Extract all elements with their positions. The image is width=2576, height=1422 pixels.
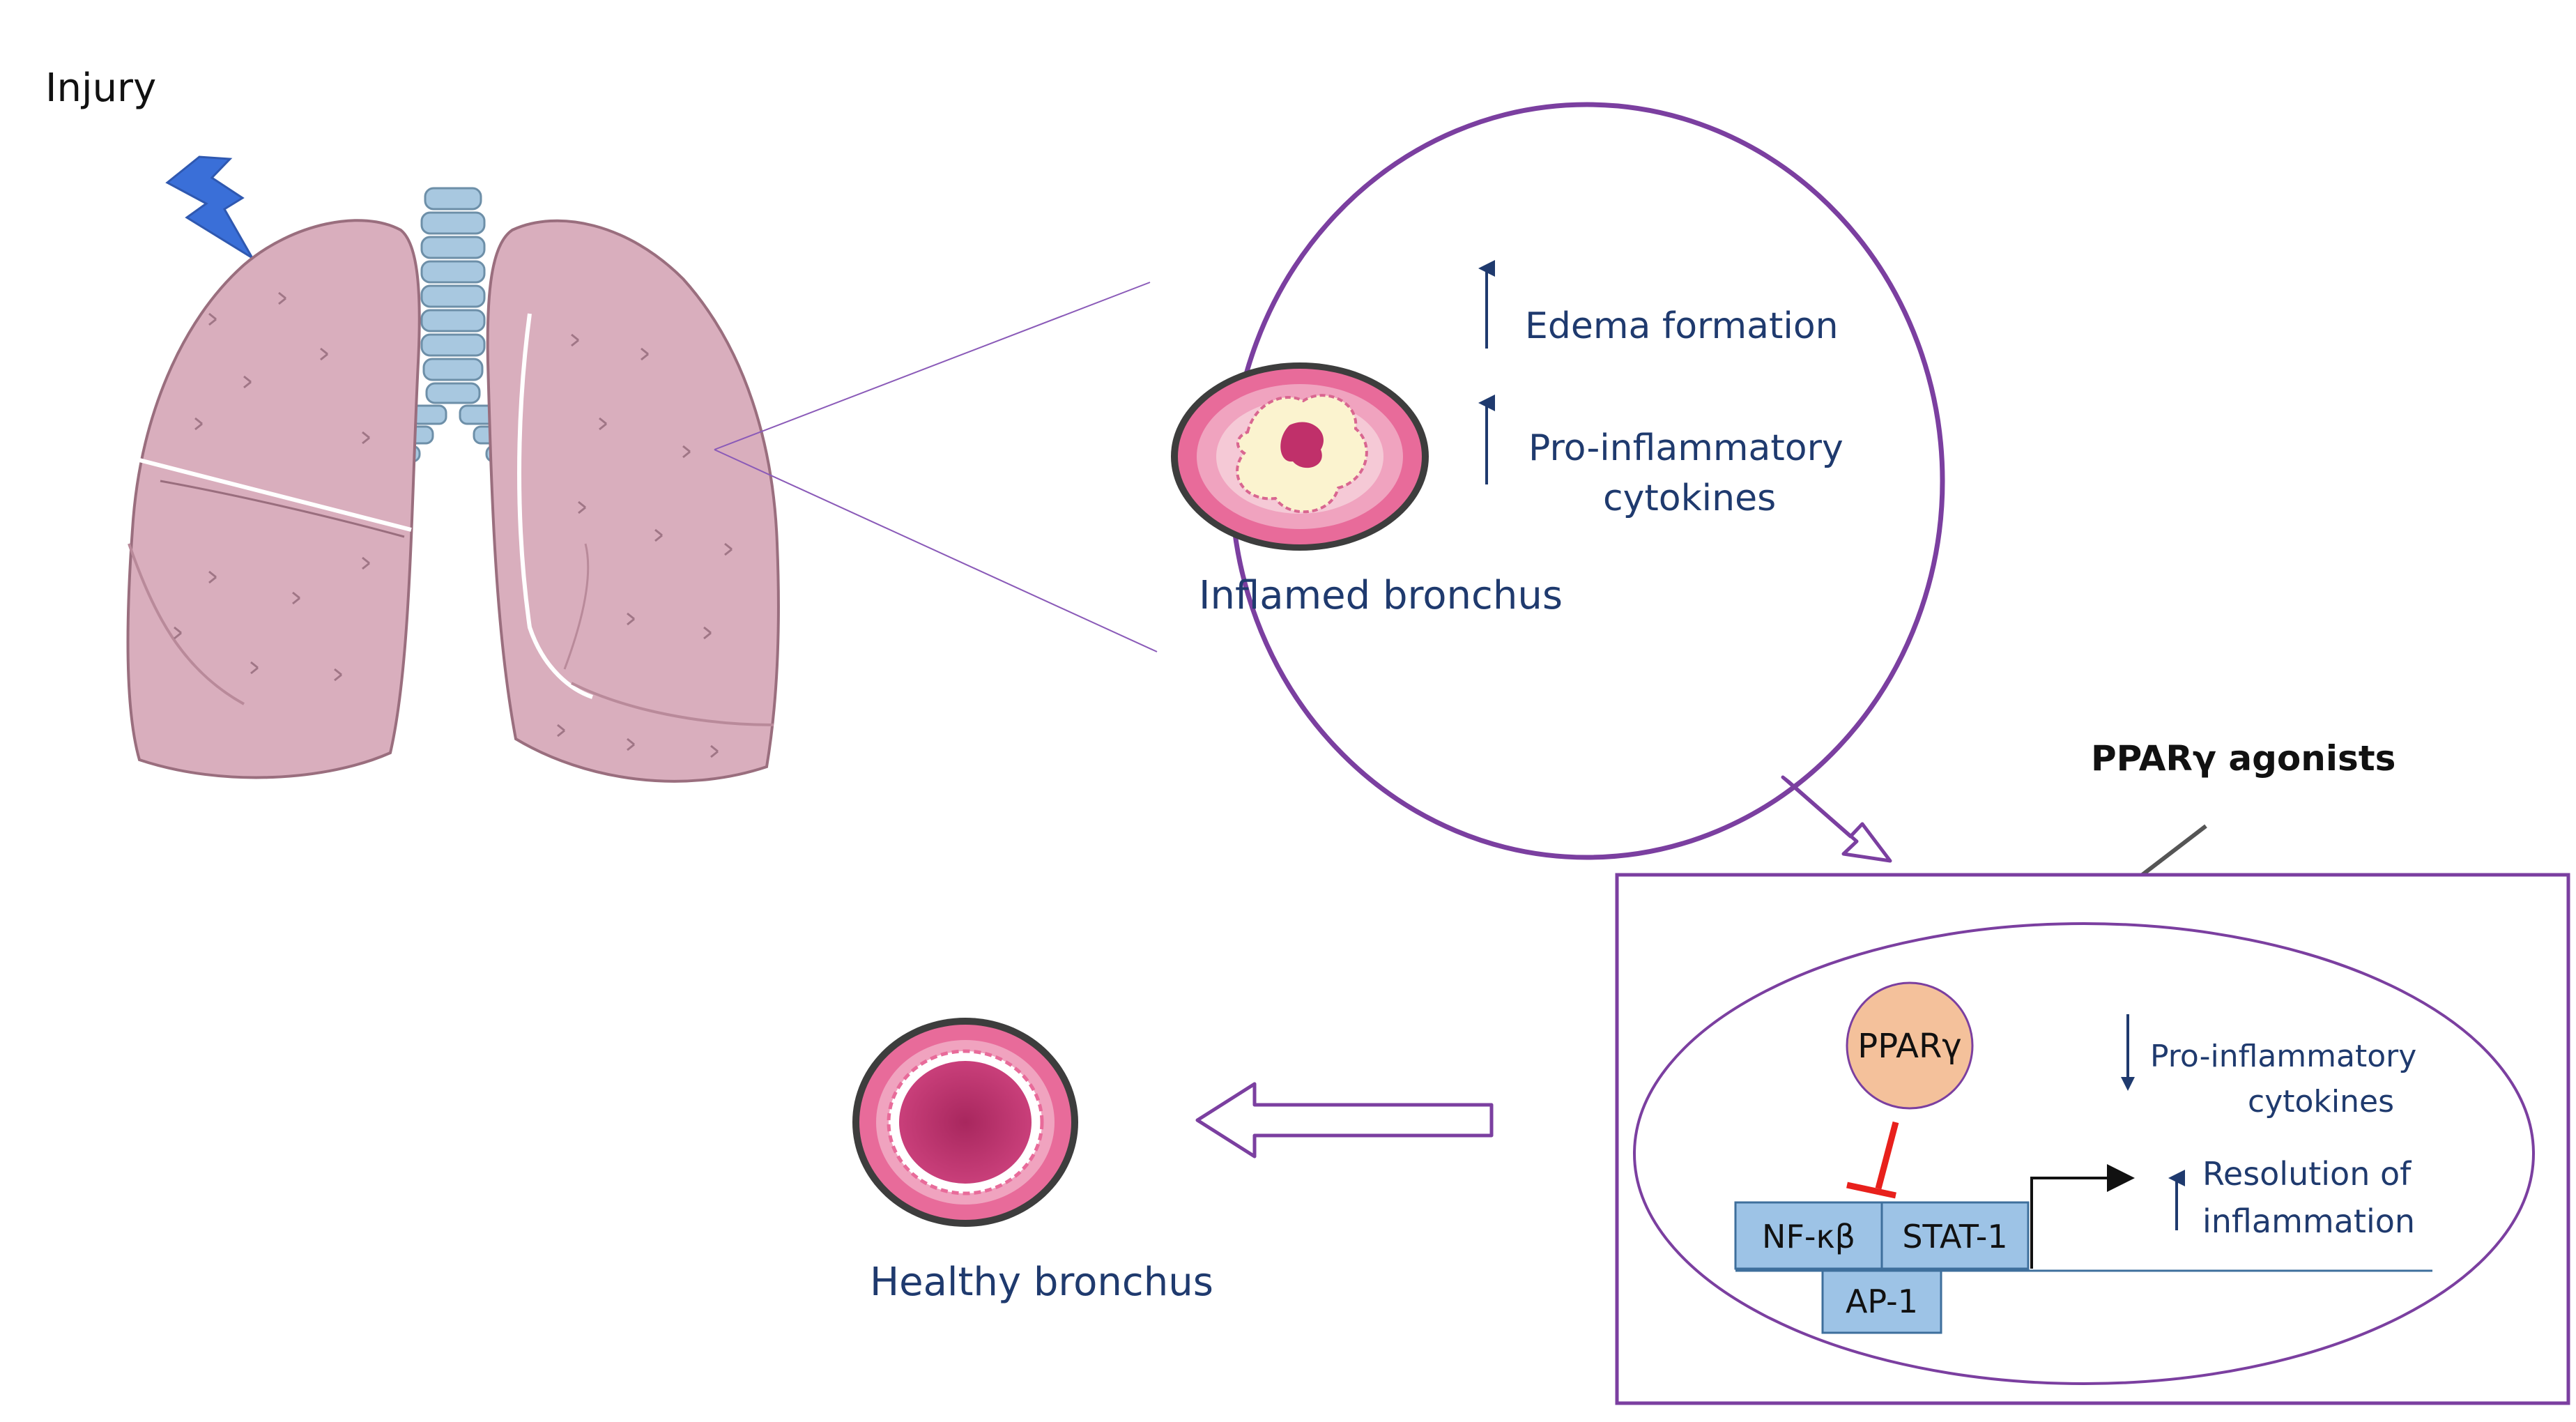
healthy-bronchus-icon [852,1018,1078,1227]
inhibit-bar [1846,1182,1896,1199]
proinf-label-1-line1: Pro-inflammatory [1528,427,1843,469]
nfkb-label: NF-κβ [1762,1218,1855,1255]
proinf-label-2-line2: cytokines [2248,1084,2394,1119]
stat1-label: STAT-1 [1902,1218,2007,1255]
ppar-label: PPARγ [1857,1027,1961,1066]
lightning-bolt-icon [165,155,254,259]
inhibit-line [1875,1121,1899,1190]
agonists-label: PPARγ agonists [2091,738,2395,779]
ap1-box [1821,1267,1942,1334]
resolution-label-line2: inflammation [2202,1202,2415,1240]
inflamed-label: Inflamed bronchus [1199,573,1563,618]
proinf-label-1-line2: cytokines [1603,477,1776,519]
zoom-line-bottom [714,449,1158,652]
hollow-arrow-down [1781,775,1892,863]
stat1-box [1880,1201,2030,1270]
lungs-icon [126,187,780,783]
ppar-circle [1846,981,1974,1110]
proinf-label-2-line1: Pro-inflammatory [2150,1039,2416,1074]
ap1-label: AP-1 [1846,1283,1918,1320]
inflamed-bronchus-icon [1171,362,1429,551]
cell-ellipse [1633,922,2535,1385]
transcription-arrow [2030,1164,2135,1269]
edema-label: Edema formation [1525,305,1839,347]
healthy-label: Healthy bronchus [870,1260,1213,1305]
resolution-label-line1: Resolution of [2202,1155,2412,1193]
zoom-line-top [714,282,1151,450]
injury-label: Injury [45,66,156,111]
hollow-arrow-left [1195,1082,1494,1159]
nfkb-box [1734,1201,1883,1270]
cytokines-down-arrowhead [2121,1077,2135,1091]
